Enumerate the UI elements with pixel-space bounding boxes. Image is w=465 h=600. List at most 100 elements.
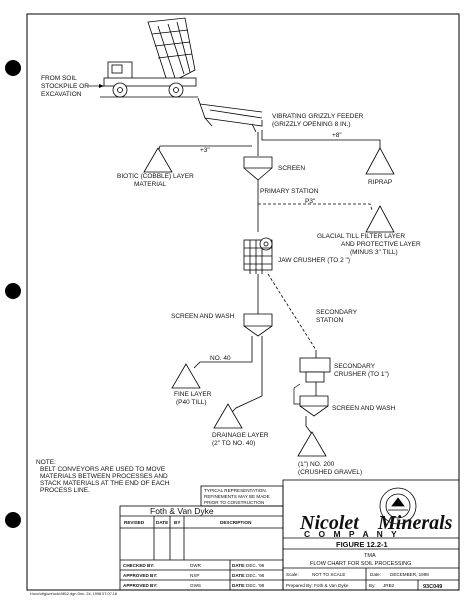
typical-line: PRIOR TO CONSTRUCTION [204,500,264,505]
screen-wash-1-icon [243,313,273,337]
feeder-label-line: VIBRATING GRIZZLY FEEDER [272,113,364,120]
approval-date-label: DATE: [232,563,246,568]
note-line: STACK MATERIALS AT THE END OF EACH [40,480,170,487]
approval-initials: NXP [190,573,199,578]
by-value: JRB2 [383,583,395,588]
screen-wash-2-label: SCREEN AND WASH [332,405,396,412]
fine-pile-icon [171,363,201,389]
title-block [119,479,460,591]
firm-name: Foth & Van Dyke [150,506,214,516]
biotic-pile-icon [143,147,173,173]
dump-truck-icon [100,17,198,98]
company-seal-icon [379,487,417,525]
drawing-title-tma: TMA [364,553,376,559]
screen-icon [243,156,273,181]
glacial-pile-icon [365,205,395,233]
fine-layer-line: (P40 TILL) [176,399,207,406]
biotic-label: BIOTIC (COBBLE) LAYER MATERIAL [117,173,196,188]
secondary-crusher-line: CRUSHER (TO 1") [334,371,389,378]
jaw-crusher-icon [243,237,273,274]
approval-date-label: DATE: [232,583,246,588]
drainage-pile-icon [213,403,243,429]
drawing-number: 93C049 [423,584,442,590]
typical-line: REFINEMENTS MAY BE MADE [204,494,270,499]
size-plus8-label: +8" [332,132,342,139]
rev-header-revised: REVISED [124,520,145,525]
typical-line: TYPICAL REPRESENTATION. [204,488,267,493]
crushed-gravel-line: (1") NO. 200 [298,461,335,468]
secondary-station-line: SECONDARY [316,309,358,316]
primary-station-label: PRIMARY STATION [260,188,319,195]
company-subtitle: C O M P A N Y [304,529,400,539]
approval-date: DEC. '98 [246,573,265,578]
drainage-conveyor [231,336,263,413]
drainage-line: (2" TO NO. 40) [212,440,255,447]
source-label-line: EXCAVATION [41,91,82,98]
screen-label: SCREEN [278,165,305,172]
approval-date: DEC. '98 [246,563,265,568]
source-label-line: FROM SOIL [41,75,77,82]
scale-label: Scale: [286,572,299,577]
source-label: FROM SOIL STOCKPILE OR EXCAVATION [41,75,91,98]
crushed-gravel-label: (1") NO. 200 (CRUSHED GRAVEL) [298,461,362,476]
no40-label: NO. 40 [210,355,231,362]
by-label: By: [369,583,376,588]
note-line: PROCESS LINE. [40,487,90,494]
binder-hole-bottom [5,512,21,528]
glacial-conveyor [258,203,373,211]
typical-representation: TYPICAL REPRESENTATION. REFINEMENTS MAY … [204,488,271,505]
approval-date: DEC. '98 [246,583,265,588]
secondary-crusher-label: SECONDARY CRUSHER (TO 1") [334,363,389,378]
riprap-label: RIPRAP [368,179,392,186]
source-arrow-head [99,84,104,88]
secondary-station-line: STATION [316,317,344,324]
glacial-label-line: GLACIAL TILL FILTER LAYER [317,233,405,240]
approval-date-label: DATE: [232,573,246,578]
note: NOTE: BELT CONVEYORS ARE USED TO MOVE MA… [36,459,171,494]
secondary-station-label: SECONDARY STATION [316,309,359,324]
note-title: NOTE: [36,459,56,466]
fine-layer-line: FINE LAYER [174,391,212,398]
biotic-label-line: BIOTIC (COBBLE) LAYER [117,173,194,180]
secondary-crusher-icon [299,357,331,383]
company-name-minerals: Minerals [377,512,453,534]
glacial-label-line: (MINUS 3" TILL) [350,249,398,256]
binder-hole-top [5,60,21,76]
approval-initials: GWS [190,583,201,588]
prepared-by: Prepared By: Foth & Van Dyke [286,583,349,588]
date-label: Date: [370,572,381,577]
approval-label: APPROVED BY: [123,573,158,578]
drainage-label: DRAINAGE LAYER (2" TO NO. 40) [212,432,270,447]
file-stamp: t:\ncc\cfig\ure\cdc\9812.dgn Dec. 24, 19… [30,592,117,596]
drawing-title: FLOW CHART FOR SOIL PROCESSING [310,561,411,567]
gravel-conveyor [305,416,313,435]
scale-value: NOT TO SCALE [312,572,345,577]
source-label-line: STOCKPILE OR [41,83,89,90]
riprap-pile-icon [365,147,395,175]
screen-wash-1-label: SCREEN AND WASH [171,313,235,320]
fine-layer-label: FINE LAYER (P40 TILL) [174,391,213,406]
glacial-label: GLACIAL TILL FILTER LAYER AND PROTECTIVE… [317,233,423,256]
p3-label: P3" [305,198,316,205]
date-value: DECEMBER, 1998 [390,572,429,577]
glacial-label-line: AND PROTECTIVE LAYER [341,241,421,248]
company-name-nicolet: Nicolet [299,512,360,534]
size-plus3-label: +3" [200,147,210,154]
jaw-crusher-label: JAW CRUSHER (TO 2 ") [278,257,350,264]
note-line: MATERIALS BETWEEN PROCESSES AND [40,473,168,480]
crushed-gravel-line: (CRUSHED GRAVEL) [298,469,362,476]
figure-number: FIGURE 12.2-1 [336,540,388,549]
fine-conveyor [193,336,253,369]
feeder-label: VIBRATING GRIZZLY FEEDER (GRIZZLY OPENIN… [272,113,365,128]
rev-header-date: DATE [156,520,168,525]
approval-initials: DWR [190,563,202,568]
screen-wash-2-icon [299,395,329,417]
gravel-pile-icon [297,431,327,457]
rev-header-description: DESCRIPTION [220,520,252,525]
feeder-label-line: (GRIZZLY OPENING 8 IN.) [272,121,351,128]
rev-header-by: BY [174,520,180,525]
drainage-line: DRAINAGE LAYER [212,432,269,439]
riprap-conveyor [261,130,381,148]
biotic-label-line: MATERIAL [134,181,166,188]
